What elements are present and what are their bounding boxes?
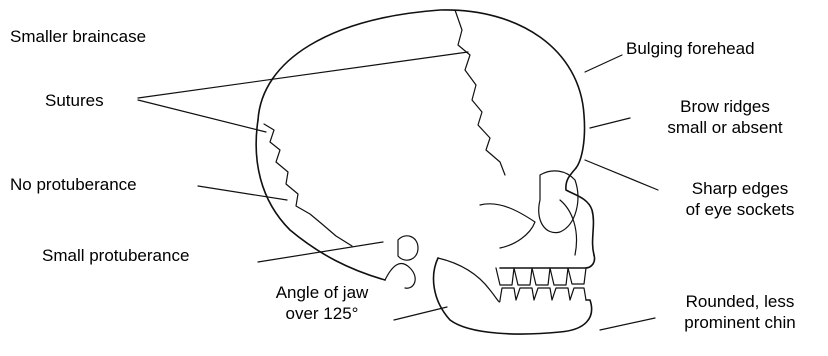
ear-opening — [398, 236, 418, 260]
leader-no-protuberance — [198, 186, 287, 200]
label-sharp-line1: Sharp edges — [660, 178, 820, 199]
occipital-outline — [256, 120, 385, 280]
leader-brow — [590, 118, 630, 128]
maxilla — [500, 255, 595, 268]
leader-forehead — [585, 55, 622, 72]
mandible-ramus — [438, 258, 500, 302]
label-braincase: Smaller braincase — [10, 26, 146, 47]
leader-sharp — [585, 160, 658, 190]
lambdoid-suture — [264, 124, 352, 246]
leader-small-protuberance — [258, 242, 383, 262]
upper-teeth — [496, 268, 586, 285]
mastoid — [385, 264, 415, 289]
label-no-protuberance: No protuberance — [10, 174, 137, 195]
coronal-suture — [455, 10, 505, 175]
label-angle-line1: Angle of jaw — [262, 282, 382, 303]
eye-socket — [539, 171, 578, 233]
label-forehead: Bulging forehead — [626, 38, 755, 59]
label-brow-ridges: Brow ridges small or absent — [650, 96, 800, 138]
cheekbone — [480, 204, 535, 248]
label-brow-line2: small or absent — [650, 117, 800, 138]
label-angle-line2: over 125° — [262, 303, 382, 324]
label-chin-line2: prominent chin — [660, 312, 820, 333]
label-sharp-line2: of eye sockets — [660, 199, 820, 220]
label-sharp-edges: Sharp edges of eye sockets — [660, 178, 820, 220]
label-sutures: Sutures — [45, 90, 104, 111]
label-brow-line1: Brow ridges — [650, 96, 800, 117]
label-chin-line1: Rounded, less — [660, 291, 820, 312]
cranium-outline — [258, 10, 585, 168]
leader-sutures-b — [138, 100, 266, 132]
leader-chin — [600, 318, 655, 330]
nasal-cavity — [560, 200, 577, 255]
leader-sutures-a — [138, 52, 468, 98]
label-small-protuberance: Small protuberance — [42, 245, 189, 266]
label-angle-of-jaw: Angle of jaw over 125° — [262, 282, 382, 324]
leader-angle — [394, 307, 447, 320]
lower-teeth — [500, 288, 586, 300]
label-chin: Rounded, less prominent chin — [660, 291, 820, 333]
